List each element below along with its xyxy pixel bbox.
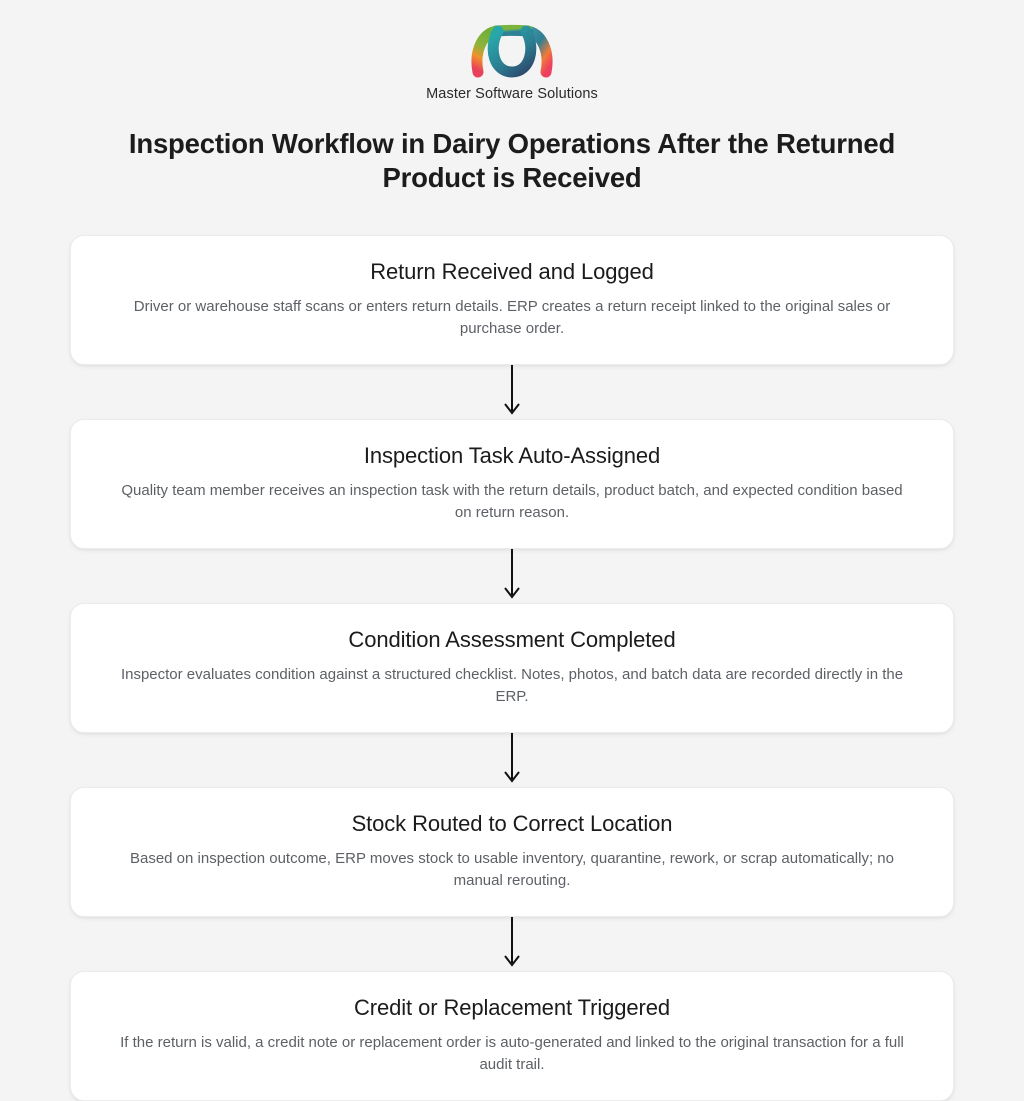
flow-step-description: If the return is valid, a credit note or… [120,1033,904,1073]
flow-step-title: Condition Assessment Completed [348,626,676,652]
arrow-down-icon [500,364,524,419]
flow-step-description: Driver or warehouse staff scans or enter… [133,297,891,337]
flow-step-card[interactable]: Return Received and Logged Driver or war… [70,234,954,365]
workflow-flow: Return Received and Logged Driver or war… [70,234,954,1101]
arrow-down-icon [500,732,524,787]
brand-header: Master Software Solutions [0,0,1024,102]
master-software-solutions-logo-icon [468,22,556,78]
flow-step-card[interactable]: Stock Routed to Correct Location Based o… [70,786,954,917]
arrow-down-icon [500,916,524,971]
flow-step-title: Stock Routed to Correct Location [351,810,673,836]
flow-step-description: Based on inspection outcome, ERP moves s… [129,849,894,889]
flow-step-title: Credit or Replacement Triggered [353,994,671,1020]
flow-step-title: Inspection Task Auto-Assigned [363,442,661,468]
flow-step-title: Return Received and Logged [370,258,654,284]
flow-step-description: Quality team member receives an inspecti… [121,481,903,521]
page-title: Inspection Workflow in Dairy Operations … [128,127,896,193]
flow-step-card[interactable]: Inspection Task Auto-Assigned Quality te… [70,418,954,549]
arrow-down-icon [500,548,524,603]
flow-step-card[interactable]: Condition Assessment Completed Inspector… [70,602,954,733]
flow-step-card[interactable]: Credit or Replacement Triggered If the r… [70,970,954,1101]
flow-step-description: Inspector evaluates condition against a … [120,665,904,705]
brand-name: Master Software Solutions [426,86,598,102]
